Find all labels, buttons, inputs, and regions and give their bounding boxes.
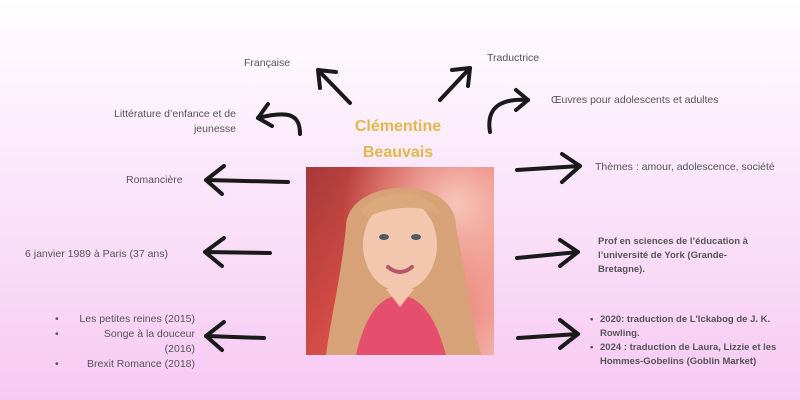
book-item: Songe à la douceur (2016) bbox=[55, 327, 195, 357]
job-label: Traductrice bbox=[487, 52, 540, 64]
works-label: Œuvres pour adolescents et adultes bbox=[551, 94, 719, 106]
title-line-2: Beauvais bbox=[362, 144, 434, 161]
literature-label: Littérature d’enfance et de jeunesse bbox=[100, 107, 236, 137]
arrow-icon bbox=[516, 318, 580, 350]
prof-label: Prof en sciences de l’éducation à l’univ… bbox=[598, 235, 748, 277]
translation-1-line-2: Rowling. bbox=[600, 328, 640, 339]
translations-list: 2020: traduction de L'Ickabog de J. K. R… bbox=[590, 313, 800, 369]
novelist-label: Romancière bbox=[126, 174, 183, 186]
translation-2-line-2: Hommes-Gobelins (Goblin Market) bbox=[600, 356, 757, 367]
page-title: Clémentine Beauvais bbox=[330, 114, 466, 166]
arrow-icon bbox=[438, 66, 472, 102]
title-line-1: Clémentine bbox=[354, 118, 442, 135]
nationality-label: Française bbox=[244, 57, 291, 69]
literature-line-1: Littérature d’enfance et de bbox=[113, 108, 236, 120]
arrow-icon bbox=[203, 236, 272, 268]
portrait-photo bbox=[306, 167, 494, 355]
arrow-icon bbox=[204, 164, 290, 196]
arrow-icon bbox=[204, 320, 266, 352]
book-item: Les petites reines (2015) bbox=[55, 312, 195, 327]
arrow-icon bbox=[487, 88, 530, 134]
prof-line-2: l’université de York (Grande- bbox=[598, 250, 727, 261]
translation-item: 2024 : traduction de Laura, Lizzie et le… bbox=[590, 341, 800, 369]
translation-2-line-1: 2024 : traduction de Laura, Lizzie et le… bbox=[600, 342, 777, 353]
arrow-icon bbox=[515, 238, 580, 268]
arrow-icon bbox=[316, 68, 352, 105]
prof-line-1: Prof en sciences de l’éducation à bbox=[598, 236, 748, 247]
books-list: Les petites reines (2015) Songe à la dou… bbox=[55, 312, 195, 372]
prof-line-3: Bretagne). bbox=[598, 264, 645, 275]
themes-label: Thèmes : amour, adolescence, société bbox=[595, 161, 775, 173]
translation-item: 2020: traduction de L'Ickabog de J. K. R… bbox=[590, 313, 800, 341]
translation-1-line-1: 2020: traduction de L'Ickabog de J. K. bbox=[600, 314, 771, 325]
book-item: Brexit Romance (2018) bbox=[55, 357, 195, 372]
portrait-illustration bbox=[306, 167, 494, 355]
literature-line-2: jeunesse bbox=[193, 123, 236, 135]
birth-label: 6 janvier 1989 à Paris (37 ans) bbox=[25, 248, 168, 260]
arrow-icon bbox=[515, 152, 582, 184]
arrow-icon bbox=[256, 102, 302, 136]
